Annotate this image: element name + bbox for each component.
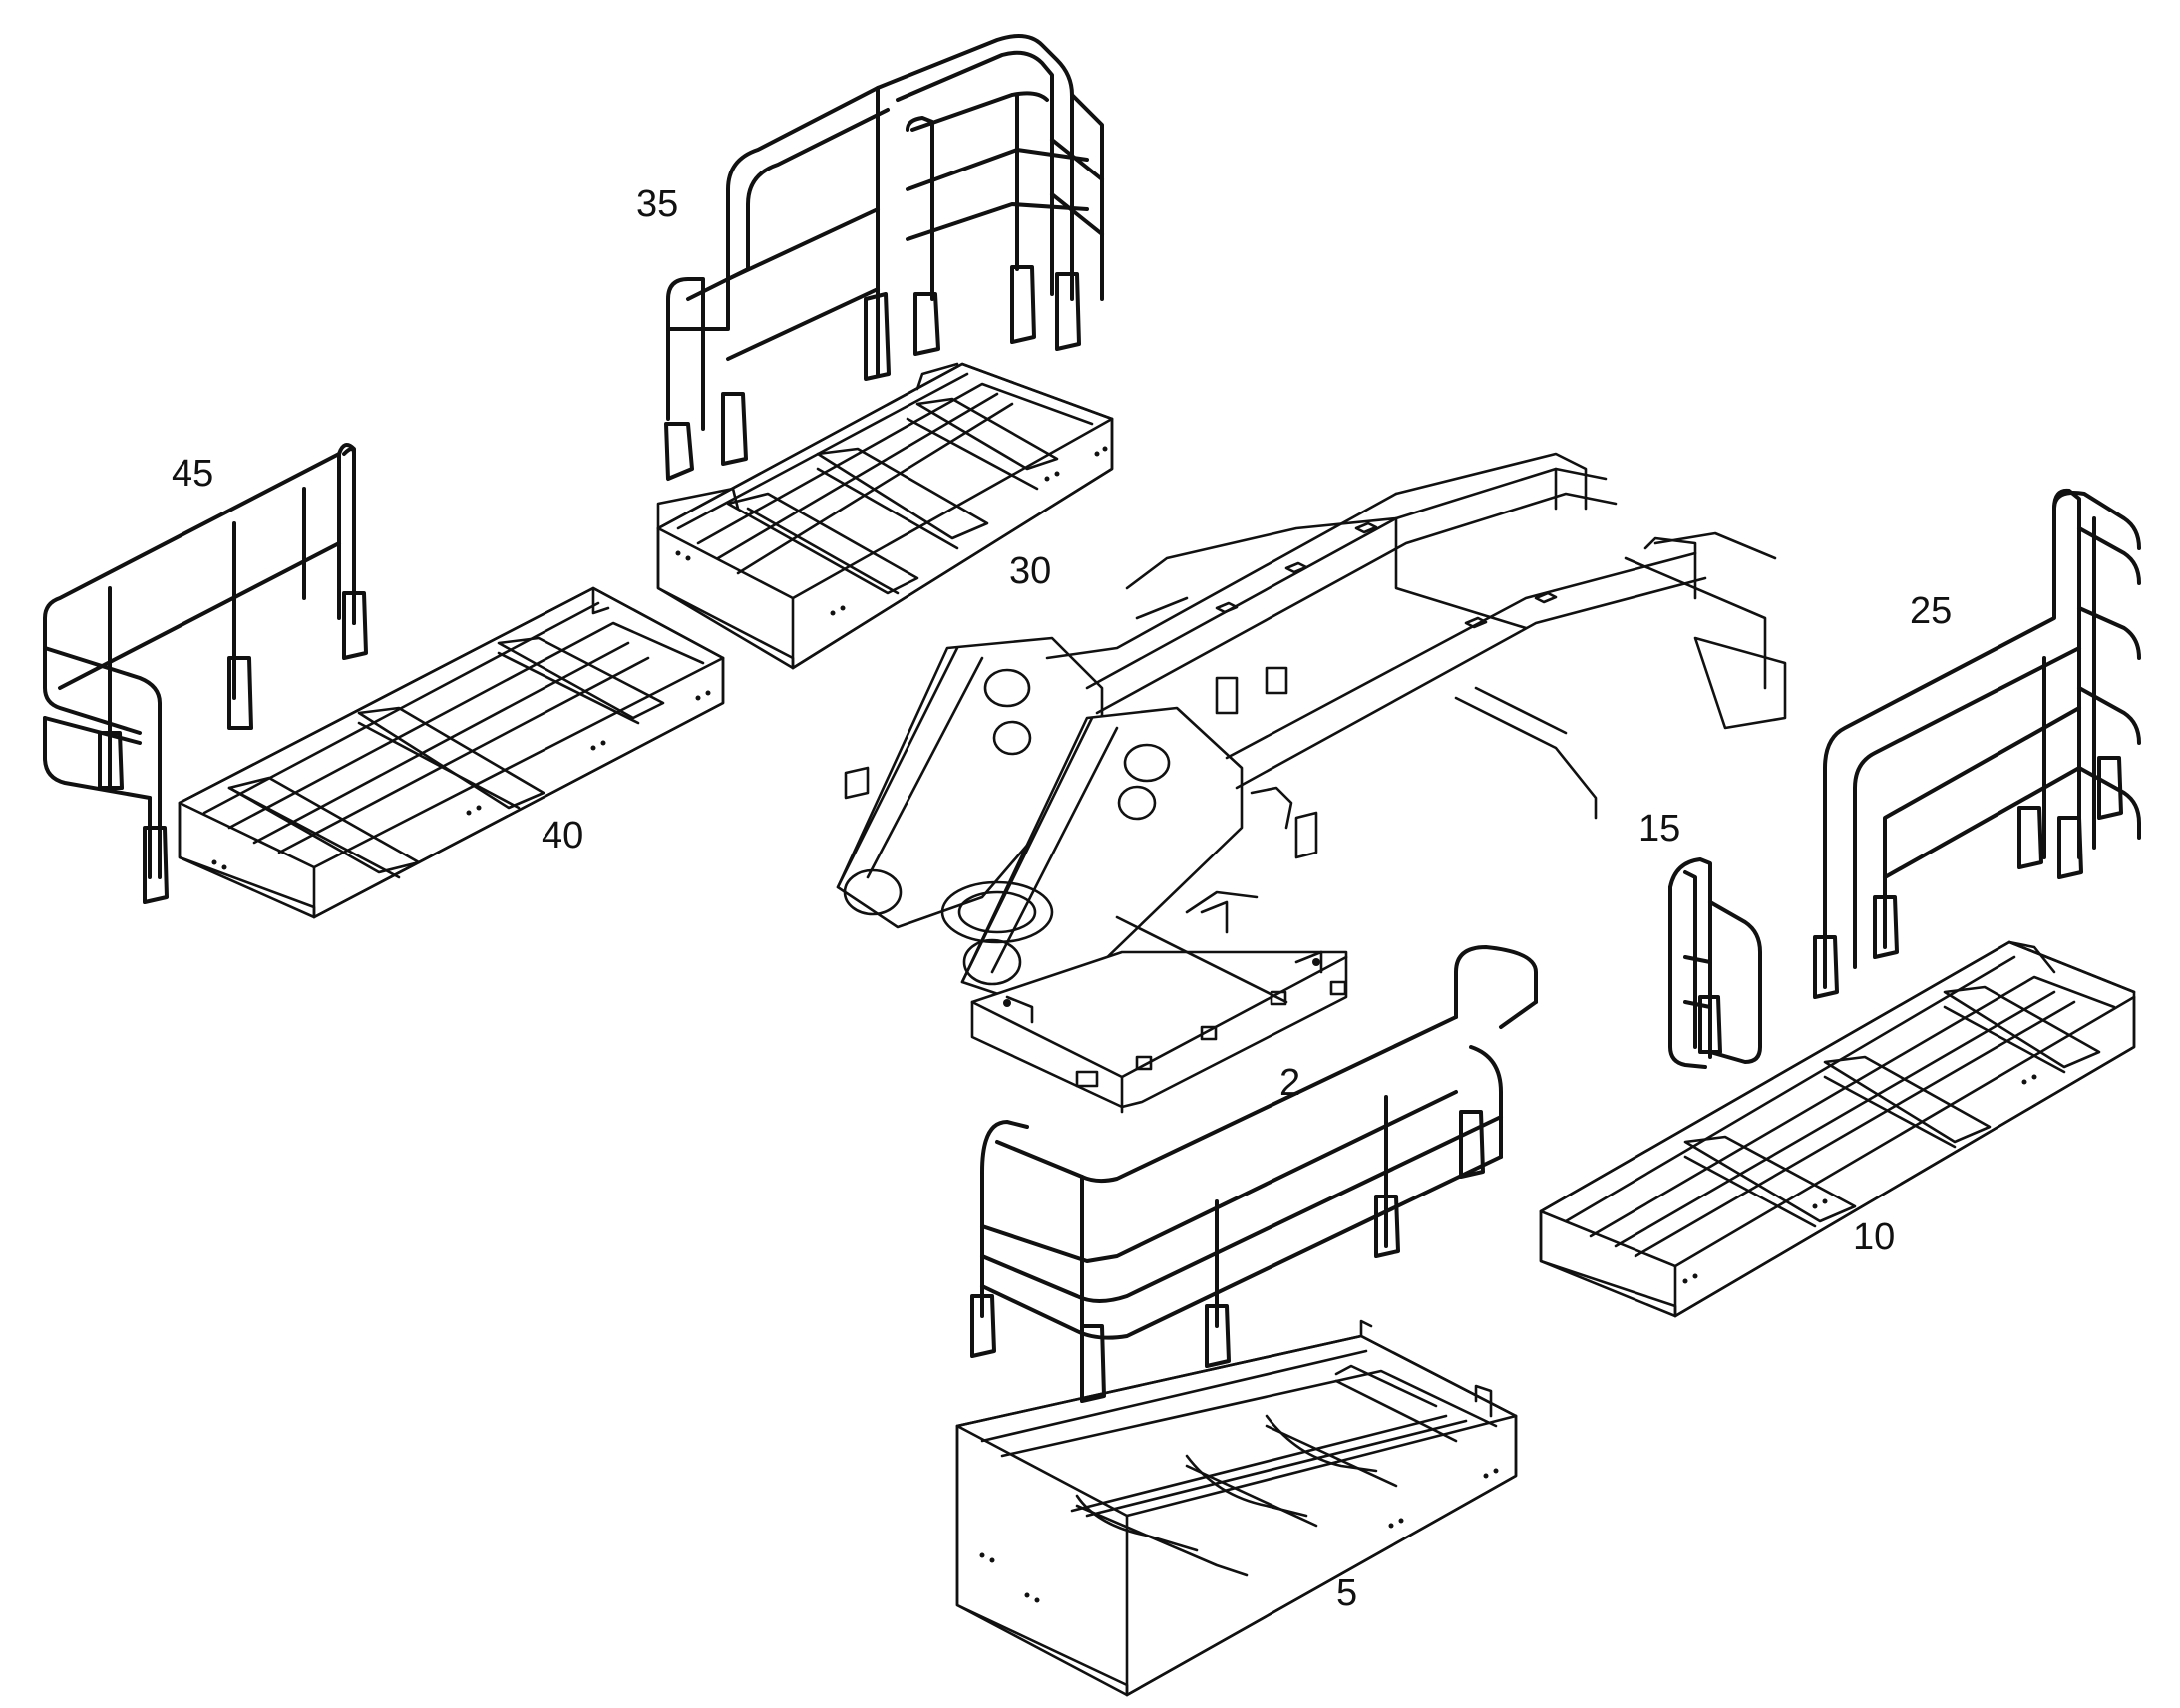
callout-2: 2 bbox=[1279, 1062, 1300, 1104]
deck-left bbox=[178, 586, 725, 919]
callout-5: 5 bbox=[1336, 1572, 1357, 1614]
callout-30: 30 bbox=[1009, 550, 1051, 592]
deck-right bbox=[1539, 940, 2136, 1318]
callout-15: 15 bbox=[1638, 808, 1680, 850]
callout-25: 25 bbox=[1910, 590, 1952, 632]
callout-45: 45 bbox=[172, 453, 213, 495]
callout-35: 35 bbox=[636, 183, 678, 225]
main-frame bbox=[836, 452, 1787, 1114]
handrail-top bbox=[664, 34, 1104, 481]
handrail-front bbox=[970, 945, 1538, 1403]
handrail-left bbox=[43, 443, 368, 904]
callout-10: 10 bbox=[1853, 1216, 1895, 1258]
ladder-rail bbox=[1668, 857, 1762, 1069]
callout-40: 40 bbox=[542, 815, 583, 856]
handrail-right bbox=[1813, 488, 2141, 999]
deck-top bbox=[656, 362, 1114, 670]
deck-front bbox=[955, 1319, 1518, 1697]
